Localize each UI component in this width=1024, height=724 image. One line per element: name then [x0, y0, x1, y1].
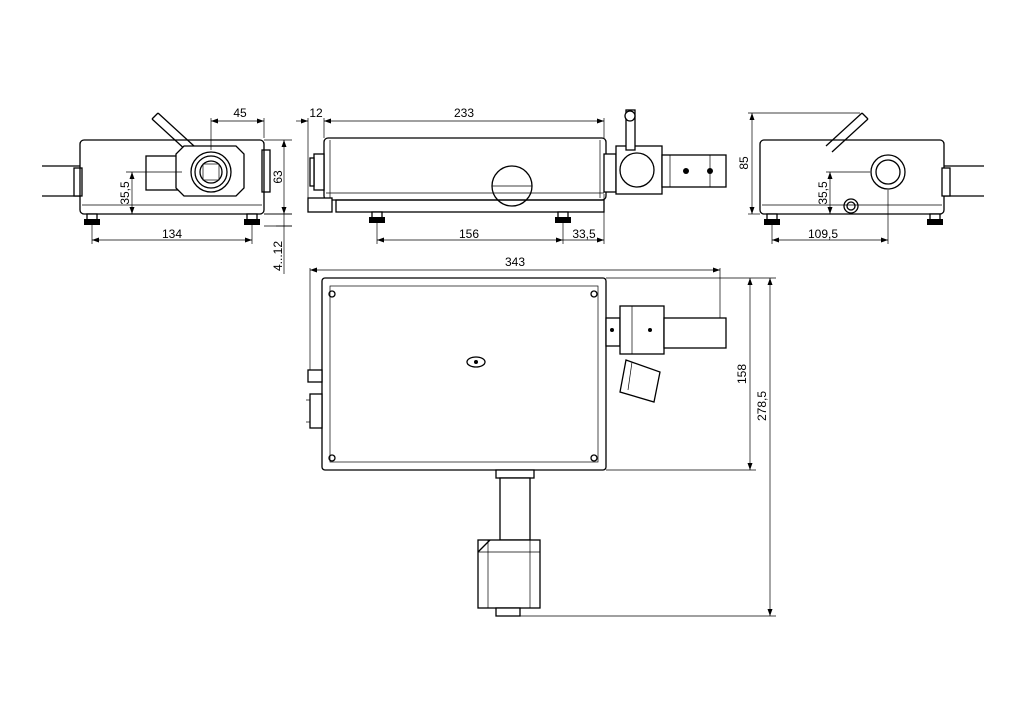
dim-top-343: 343 — [505, 255, 525, 269]
top-view — [306, 267, 776, 617]
dim-front-33-5: 33,5 — [572, 227, 596, 241]
dim-front-12: 12 — [309, 106, 323, 120]
dim-front-233: 233 — [454, 106, 474, 120]
dim-right-35-5: 35,5 — [816, 181, 830, 205]
right-side-view — [748, 112, 984, 244]
dim-left-45: 45 — [233, 106, 247, 120]
dim-right-85: 85 — [737, 156, 751, 170]
left-side-view — [42, 112, 292, 274]
dim-left-134: 134 — [162, 227, 182, 241]
front-view — [296, 109, 727, 244]
dim-front-156: 156 — [459, 227, 479, 241]
dim-top-278-5: 278,5 — [755, 391, 769, 421]
dim-top-158: 158 — [735, 364, 749, 384]
dimension-labels: 45 63 35,5 134 4...12 12 233 156 33,5 85… — [118, 106, 838, 421]
dim-right-109-5: 109,5 — [808, 227, 838, 241]
dim-left-35-5: 35,5 — [118, 181, 132, 205]
dim-left-foot-range: 4...12 — [271, 241, 285, 271]
dim-left-63: 63 — [271, 170, 285, 184]
